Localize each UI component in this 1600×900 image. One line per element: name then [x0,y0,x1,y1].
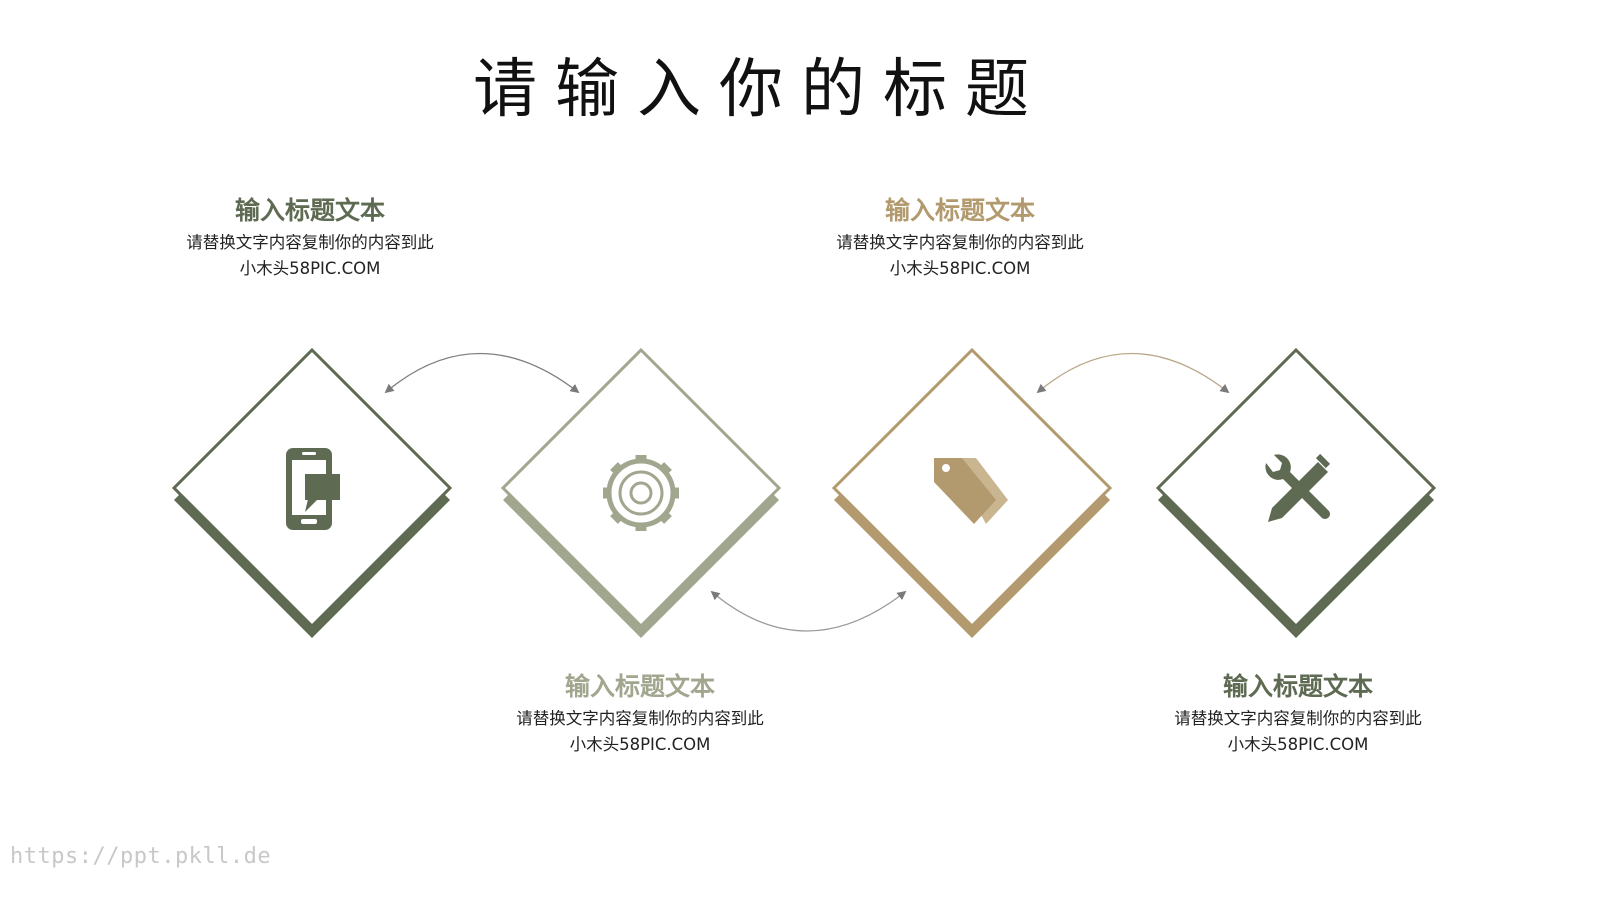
step-1-text: 输入标题文本 请替换文字内容复制你的内容到此 小木头58PIC.COM [140,194,480,282]
watermark-url: https://ppt.pkll.de [10,844,272,869]
step-3-source: 小木头58PIC.COM [889,259,1031,278]
step-1-source: 小木头58PIC.COM [239,259,381,278]
step-4-heading: 输入标题文本 [1222,672,1373,701]
connector-arrow-2-3 [710,590,907,632]
step-2-description: 请替换文字内容复制你的内容到此 [516,709,764,728]
price-tags-icon [934,458,1008,524]
step-2-text: 输入标题文本 请替换文字内容复制你的内容到此 小木头58PIC.COM [470,670,810,758]
step-2-heading: 输入标题文本 [564,672,715,701]
step-1-description: 请替换文字内容复制你的内容到此 [186,233,434,252]
step-3-text: 输入标题文本 请替换文字内容复制你的内容到此 小木头58PIC.COM [790,194,1130,282]
smartphone-chat-icon [286,448,340,530]
step-2-source: 小木头58PIC.COM [569,735,711,754]
step-3-heading: 输入标题文本 [884,196,1035,225]
step-1-heading: 输入标题文本 [234,196,385,225]
connector-arrow-1-2 [384,352,580,394]
step-4-text: 输入标题文本 请替换文字内容复制你的内容到此 小木头58PIC.COM [1128,670,1468,758]
step-4-source: 小木头58PIC.COM [1227,735,1369,754]
connector-arrow-3-4 [1036,352,1230,394]
page-title: 请输入你的标题 [473,53,1047,127]
gear-icon [603,455,679,531]
tools-icon [1265,453,1331,522]
diamond-step-2 [500,347,782,638]
step-3-description: 请替换文字内容复制你的内容到此 [836,233,1084,252]
step-4-description: 请替换文字内容复制你的内容到此 [1174,709,1422,728]
